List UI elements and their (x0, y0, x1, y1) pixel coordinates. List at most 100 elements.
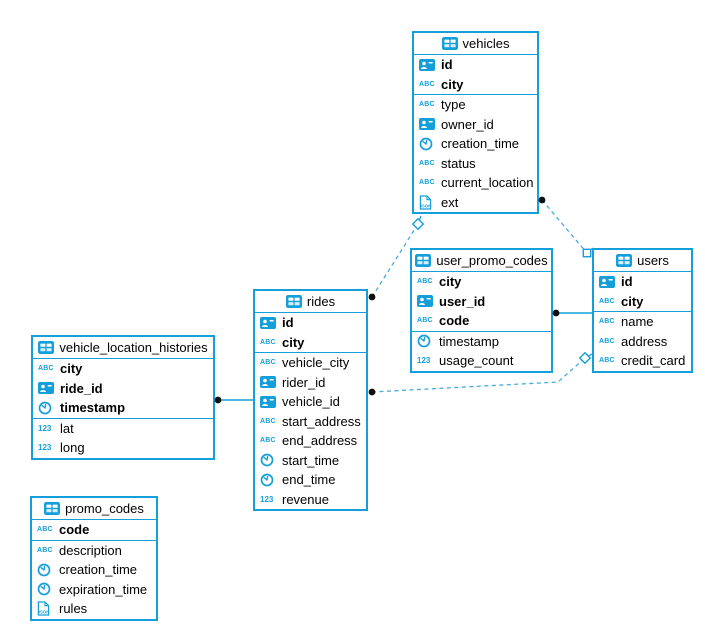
column-name: creation_time (59, 562, 138, 578)
column-name: rules (59, 601, 88, 617)
column-row-vehicle_id[interactable]: vehicle_id (255, 392, 366, 412)
timestamp-clock-icon (417, 334, 435, 348)
table-icon (44, 502, 61, 515)
relation-vehicles-rides-dot-endpoint (368, 293, 376, 301)
column-row-ext[interactable]: JSON ext (414, 193, 537, 213)
id-badge-icon (260, 316, 278, 329)
text-type-icon: ABC (260, 359, 276, 367)
relation-user_promo_codes-users-dot-endpoint (552, 309, 560, 317)
column-name: name (621, 314, 654, 330)
column-name: timestamp (439, 333, 499, 349)
column-name: city (439, 274, 462, 290)
column-row-expiration_time[interactable]: expiration_time (32, 580, 156, 600)
column-row-end_time[interactable]: end_time (255, 470, 366, 490)
timestamp-clock-icon (419, 137, 437, 151)
table-icon (285, 295, 302, 308)
column-name: rider_id (282, 374, 326, 390)
column-row-creation_time[interactable]: creation_time (32, 560, 156, 580)
table-header[interactable]: users (594, 250, 691, 272)
column-row-city[interactable]: ABC city (412, 272, 551, 292)
table-header[interactable]: vehicle_location_histories (33, 337, 213, 359)
text-type-icon: ABC (419, 179, 435, 187)
column-row-vehicle_city[interactable]: ABC vehicle_city (255, 353, 366, 373)
column-row-ride_id[interactable]: ride_id (33, 379, 213, 399)
column-row-start_time[interactable]: start_time (255, 451, 366, 471)
table-title: rides (306, 294, 336, 309)
timestamp-clock-icon (260, 473, 278, 487)
relation-vehicles-users-line (541, 199, 588, 254)
column-name: address (621, 333, 668, 349)
timestamp-clock-icon (37, 563, 55, 577)
text-type-icon: ABC (37, 546, 53, 554)
table-icon (441, 37, 458, 50)
column-name: city (282, 334, 305, 350)
column-row-creation_time[interactable]: creation_time (414, 134, 537, 154)
table-icon (415, 254, 432, 267)
column-row-owner_id[interactable]: owner_id (414, 115, 537, 135)
column-name: start_time (282, 452, 340, 468)
column-name: type (441, 97, 466, 113)
column-row-user_id[interactable]: user_id (412, 292, 551, 312)
table-title: vehicle_location_histories (59, 340, 208, 355)
table-header[interactable]: rides (255, 291, 366, 313)
id-badge-icon (260, 376, 278, 389)
id-badge-icon (419, 58, 437, 71)
column-name: lat (60, 420, 74, 436)
table-header[interactable]: user_promo_codes (412, 250, 551, 272)
number-type-icon: 123 (38, 443, 52, 453)
column-row-id[interactable]: id (594, 272, 691, 292)
column-row-rider_id[interactable]: rider_id (255, 373, 366, 393)
table-header[interactable]: promo_codes (32, 498, 156, 520)
text-type-icon: ABC (417, 317, 433, 325)
timestamp-clock-icon (38, 401, 56, 415)
column-name: ext (441, 194, 459, 210)
table-header[interactable]: vehicles (414, 33, 537, 55)
column-name: id (282, 315, 294, 331)
column-row-city[interactable]: ABC city (255, 333, 366, 353)
column-row-id[interactable]: id (255, 313, 366, 333)
column-row-id[interactable]: id (414, 55, 537, 75)
svg-text:JSON: JSON (38, 610, 50, 615)
column-row-rules[interactable]: JSON rules (32, 599, 156, 619)
column-row-timestamp[interactable]: timestamp (412, 332, 551, 352)
number-type-icon: 123 (417, 356, 431, 366)
text-type-icon: ABC (260, 338, 276, 346)
json-document-icon: JSON (419, 195, 437, 210)
column-name: revenue (282, 491, 329, 507)
column-name: vehicle_city (282, 355, 350, 371)
text-type-icon: ABC (417, 278, 433, 286)
column-row-timestamp[interactable]: timestamp (33, 398, 213, 418)
